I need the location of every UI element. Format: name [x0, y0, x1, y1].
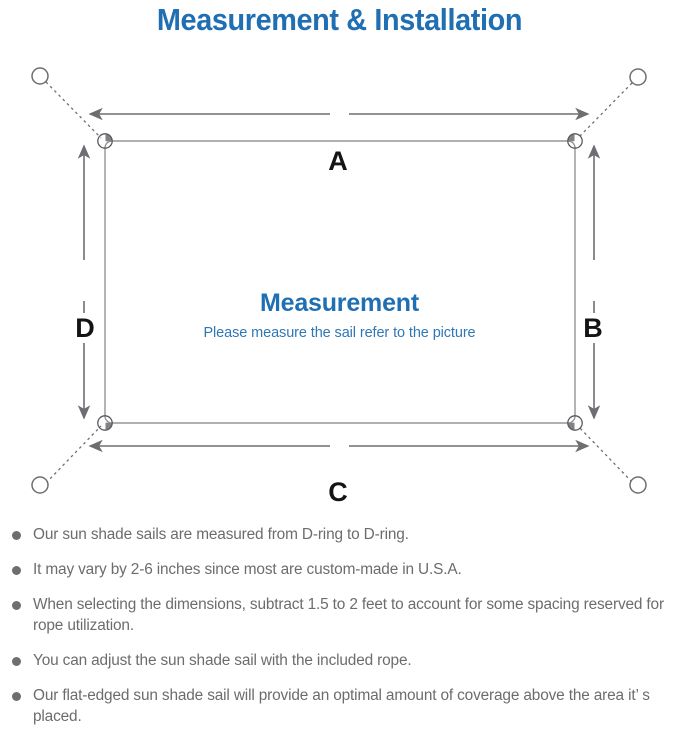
anchor-points [31, 67, 647, 494]
d-ring-bottom-right [567, 415, 583, 431]
anchor-circle-bottom-left [31, 476, 49, 494]
note-text: Our flat-edged sun shade sail will provi… [33, 687, 650, 725]
rope-line-top-left [45, 81, 102, 139]
note-text: Our sun shade sails are measured from D-… [33, 526, 409, 543]
anchor-circle-bottom-right [629, 476, 647, 494]
diagram-canvas [31, 67, 647, 494]
list-item: Our flat-edged sun shade sail will provi… [0, 685, 679, 727]
d-ring-top-left [97, 133, 113, 149]
bullet-icon [12, 657, 21, 666]
list-item: When selecting the dimensions, subtract … [0, 594, 679, 636]
page-title: Measurement & Installation [156, 2, 523, 37]
list-item: It may vary by 2-6 inches since most are… [0, 559, 679, 580]
notes-list: Our sun shade sails are measured from D-… [0, 524, 679, 741]
rope-line-top-right [577, 82, 633, 139]
bullet-icon [12, 531, 21, 540]
d-rings [97, 133, 583, 431]
rope-line-bottom-left [45, 425, 102, 484]
anchor-circle-top-right [629, 68, 647, 86]
measurement-diagram: Measurement Please measure the sail refe… [0, 48, 679, 518]
bullet-icon [12, 566, 21, 575]
dimension-arrows [77, 107, 601, 453]
shade-sail-body [104, 140, 576, 424]
note-text: When selecting the dimensions, subtract … [33, 596, 664, 634]
anchor-circle-top-left [31, 67, 49, 85]
rope-line-bottom-right [577, 425, 633, 483]
note-text: It may vary by 2-6 inches since most are… [33, 561, 462, 578]
list-item: You can adjust the sun shade sail with t… [0, 650, 679, 671]
rope-lines [45, 81, 633, 484]
list-item: Our sun shade sails are measured from D-… [0, 524, 679, 545]
d-ring-top-right [567, 133, 583, 149]
bullet-icon [12, 692, 21, 701]
bullet-icon [12, 601, 21, 610]
note-text: You can adjust the sun shade sail with t… [33, 652, 412, 669]
d-ring-bottom-left [97, 415, 113, 431]
